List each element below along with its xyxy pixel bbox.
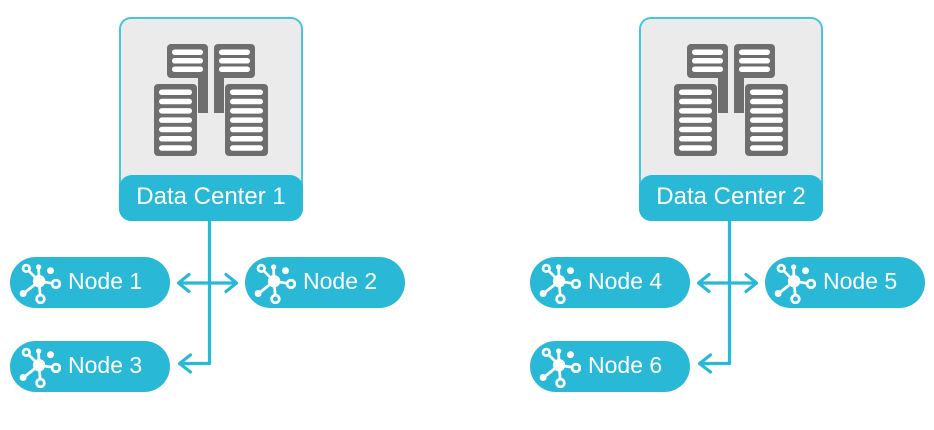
network-node-icon	[19, 263, 61, 304]
datacenter-2-group: Data Center 2	[520, 0, 934, 430]
left-arrowhead-icon	[177, 353, 193, 374]
node-label: Node 1	[68, 268, 143, 294]
datacenter-to-node-line	[181, 218, 212, 366]
network-node-icon	[19, 347, 61, 388]
server-racks-icon	[154, 44, 268, 156]
node-pill: Node 6	[530, 341, 690, 392]
node-pill: Node 5	[765, 257, 925, 308]
datacenter-1-group: Data Center 1	[0, 0, 420, 430]
node-label: Node 2	[303, 268, 378, 294]
node-label: Node 4	[588, 268, 663, 294]
network-node-icon	[774, 263, 816, 304]
server-racks-icon	[674, 44, 788, 156]
datacenter-label: Data Center 1	[119, 175, 303, 221]
datacenter-box: Data Center 2	[639, 17, 823, 221]
node-pill: Node 1	[10, 257, 170, 308]
node-label: Node 3	[68, 352, 143, 378]
network-node-icon	[254, 263, 296, 304]
node-label: Node 6	[588, 352, 663, 378]
right-arrowhead-icon	[224, 272, 239, 294]
datacenter-label: Data Center 2	[639, 175, 823, 221]
network-node-icon	[539, 347, 581, 388]
node-pill: Node 2	[245, 257, 405, 308]
left-arrowhead-icon	[696, 272, 711, 294]
right-arrowhead-icon	[744, 272, 759, 294]
network-node-icon	[539, 263, 581, 304]
node-label: Node 5	[823, 268, 898, 294]
left-arrowhead-icon	[697, 353, 713, 374]
left-arrowhead-icon	[176, 272, 191, 294]
datacenter-box: Data Center 1	[119, 17, 303, 221]
datacenter-to-node-line	[701, 218, 732, 366]
node-pill: Node 4	[530, 257, 690, 308]
node-pill: Node 3	[10, 341, 170, 392]
